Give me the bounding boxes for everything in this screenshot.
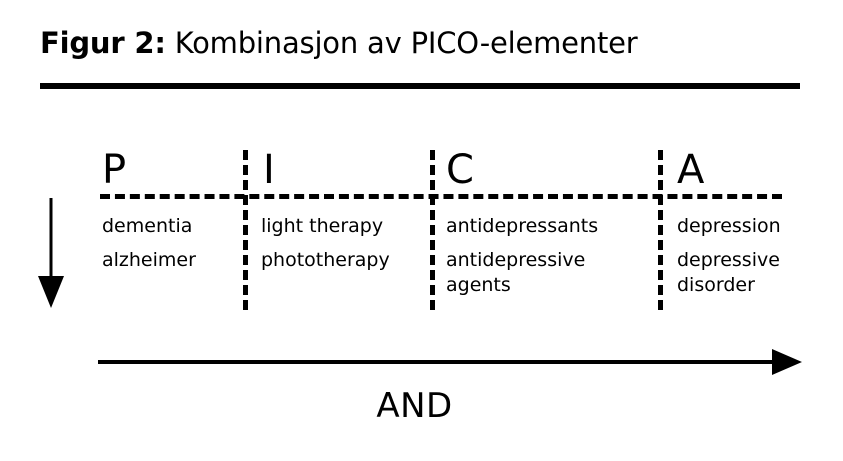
column-header-a: A <box>677 147 705 193</box>
arrow-down-icon <box>38 198 64 308</box>
column-terms-a: depression depressive disorder <box>677 214 781 298</box>
column-terms-i: light therapy phototherapy <box>261 214 390 273</box>
column-divider-c-a <box>658 150 663 310</box>
term-item: phototherapy <box>261 249 390 271</box>
column-header-p: P <box>102 147 127 193</box>
figure-number-label: Figur 2: <box>40 26 166 60</box>
term-item: depressive disorder <box>677 249 780 296</box>
column-terms-p: dementia alzheimer <box>102 214 196 273</box>
header-dashed-divider <box>100 194 782 199</box>
column-divider-i-c <box>430 150 435 310</box>
term-item: depression <box>677 215 781 237</box>
column-header-c: C <box>446 147 474 193</box>
term-item: alzheimer <box>102 249 196 271</box>
term-item: dementia <box>102 215 193 237</box>
column-header-i: I <box>263 147 275 193</box>
column-terms-c: antidepressants antidepressive agents <box>446 214 598 298</box>
term-item: antidepressants <box>446 215 599 237</box>
column-divider-p-i <box>243 150 248 310</box>
term-item: antidepressive agents <box>446 249 586 296</box>
operator-label-and: AND <box>0 386 843 426</box>
arrow-right-icon <box>98 349 802 375</box>
figure-title: Figur 2: Kombinasjon av PICO-elementer <box>40 24 638 62</box>
title-divider-rule <box>40 83 800 89</box>
figure-caption-text: Kombinasjon av PICO-elementer <box>165 26 638 60</box>
term-item: light therapy <box>261 215 384 237</box>
operator-label-text: AND <box>376 386 453 426</box>
